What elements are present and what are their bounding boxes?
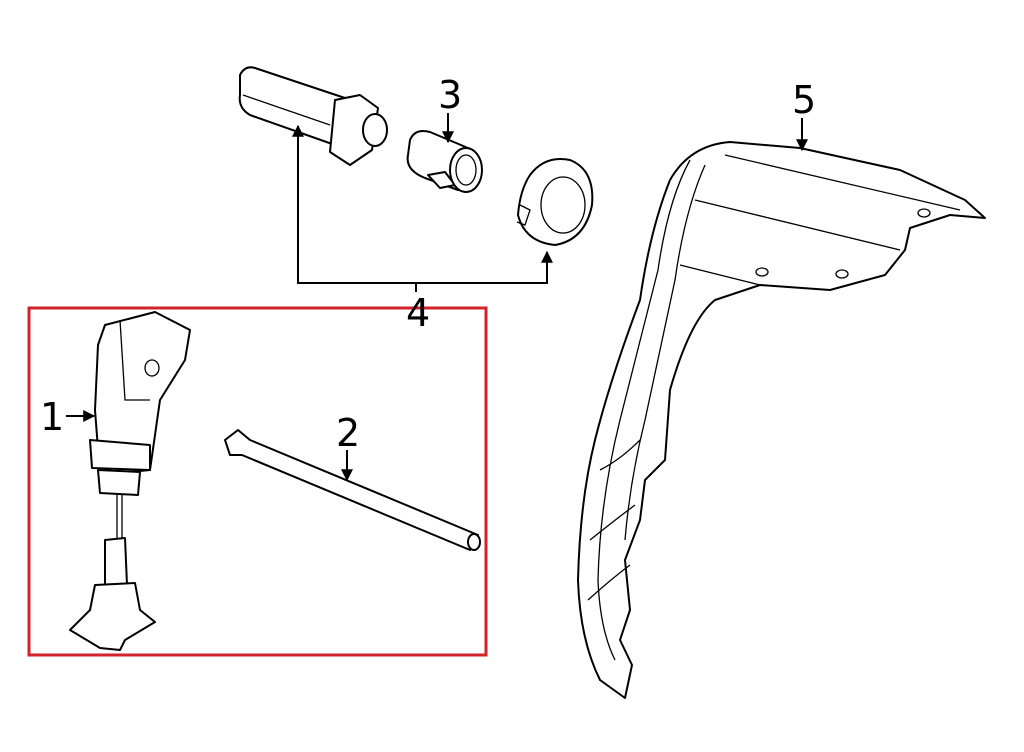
- callout-3: 3: [438, 73, 462, 117]
- leader-4: [297, 128, 553, 284]
- part-lug-wrench-socket[interactable]: [238, 66, 388, 166]
- part-extension-rod[interactable]: [224, 429, 481, 551]
- part-adapter[interactable]: [406, 130, 483, 193]
- callout-4: 4: [406, 291, 430, 335]
- callout-2: 2: [336, 411, 360, 455]
- part-trim-panel[interactable]: [577, 141, 986, 699]
- callout-5: 5: [792, 78, 816, 122]
- part-jack[interactable]: [69, 311, 191, 651]
- part-cap[interactable]: [516, 158, 594, 246]
- callout-1: 1: [40, 395, 64, 439]
- highlight-box: [27, 306, 488, 657]
